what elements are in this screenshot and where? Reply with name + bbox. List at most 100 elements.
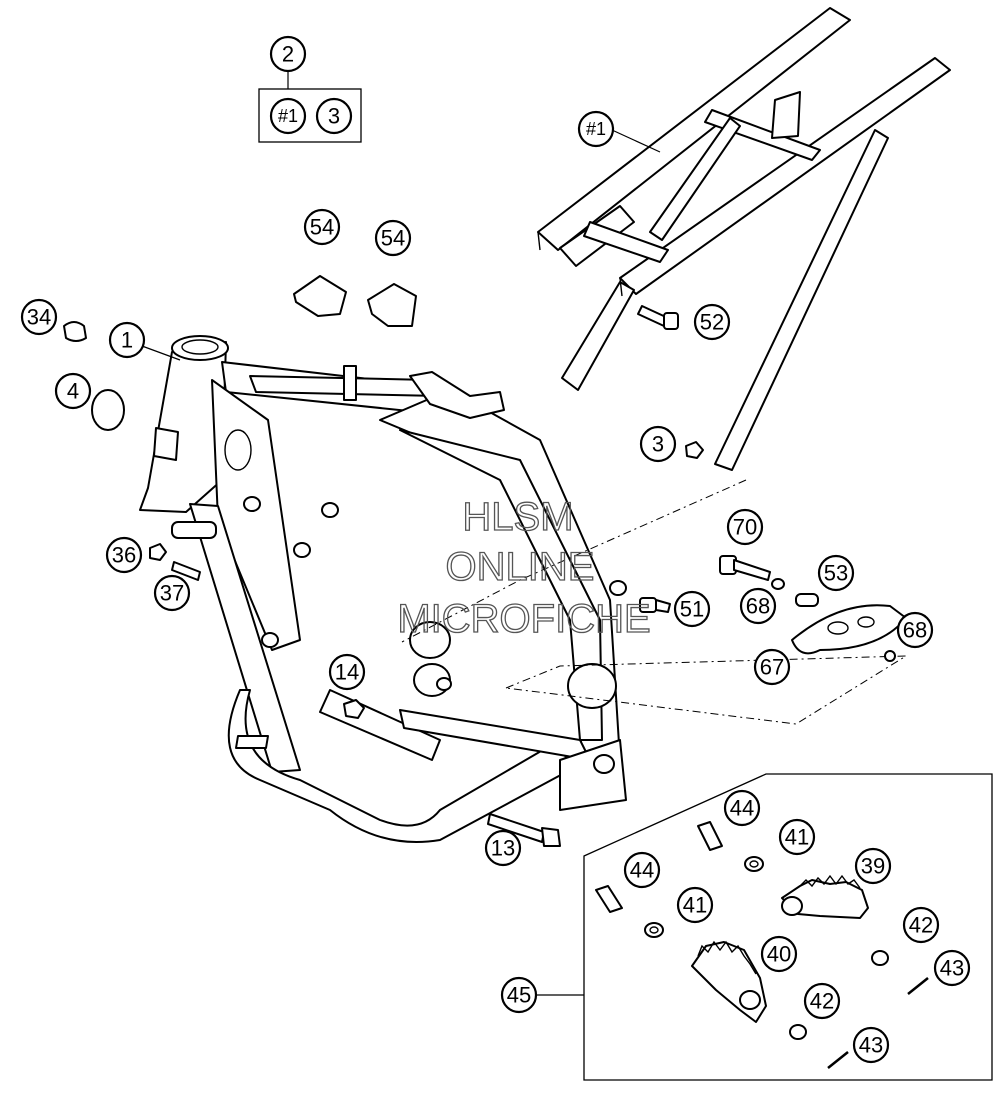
callout-68-b[interactable]: 68	[896, 611, 934, 649]
callout-67[interactable]: 67	[753, 648, 791, 686]
svg-text:3: 3	[652, 432, 664, 457]
svg-text:34: 34	[27, 305, 51, 330]
spring-41-a	[744, 856, 764, 872]
callout-52[interactable]: 52	[693, 303, 731, 341]
svg-text:43: 43	[859, 1033, 883, 1058]
cotter-pin-43-a	[907, 977, 929, 995]
svg-text:37: 37	[160, 581, 184, 606]
svg-text:HLSM: HLSM	[462, 495, 573, 539]
assembly-group-box: 2 #1 3	[258, 35, 362, 143]
callout-45[interactable]: 45	[500, 976, 538, 1014]
washer-42-b	[789, 1024, 807, 1040]
sticker-54-a	[293, 275, 347, 317]
callout-34[interactable]: 34	[20, 298, 58, 336]
svg-text:3: 3	[328, 104, 340, 129]
plug-4	[91, 389, 125, 431]
svg-text:68: 68	[746, 594, 770, 619]
footpeg-40	[691, 940, 767, 1023]
callout-group-3[interactable]: 3	[315, 97, 353, 135]
cotter-pin-43-b	[827, 1051, 849, 1069]
svg-text:39: 39	[861, 854, 885, 879]
bolt-70	[719, 555, 771, 581]
washer-42-a	[871, 950, 889, 966]
callout-43-b[interactable]: 43	[852, 1026, 890, 1064]
svg-text:43: 43	[940, 956, 964, 981]
svg-text:14: 14	[335, 660, 359, 685]
callout-37[interactable]: 37	[153, 574, 191, 612]
callout-42-a[interactable]: 42	[902, 906, 940, 944]
callout-44-a[interactable]: 44	[723, 789, 761, 827]
pin-44-b	[595, 885, 623, 913]
callout-4[interactable]: 4	[54, 372, 92, 410]
svg-text:#1: #1	[278, 106, 298, 126]
svg-text:ONLINE: ONLINE	[446, 545, 595, 589]
stud-37	[171, 561, 201, 581]
screw-52	[637, 305, 679, 330]
callout-54-a[interactable]: 54	[303, 208, 341, 246]
callout-43-a[interactable]: 43	[933, 949, 971, 987]
svg-text:54: 54	[381, 226, 405, 251]
svg-text:70: 70	[733, 515, 757, 540]
washer-68-a	[771, 578, 785, 590]
callout-41-a[interactable]: 41	[778, 818, 816, 856]
callout-51[interactable]: 51	[673, 590, 711, 628]
svg-text:42: 42	[810, 989, 834, 1014]
svg-text:45: 45	[507, 983, 531, 1008]
callout-44-b[interactable]: 44	[623, 851, 661, 889]
svg-text:67: 67	[760, 655, 784, 680]
svg-text:41: 41	[683, 893, 707, 918]
pin-44-a	[697, 821, 723, 851]
callout-54-b[interactable]: 54	[374, 219, 412, 257]
nut-3	[685, 441, 704, 459]
svg-text:51: 51	[680, 597, 704, 622]
callout-39[interactable]: 39	[854, 847, 892, 885]
callout-14[interactable]: 14	[328, 653, 366, 691]
callout-40[interactable]: 40	[760, 935, 798, 973]
svg-text:41: 41	[785, 825, 809, 850]
cap-34	[63, 321, 87, 342]
svg-text:44: 44	[730, 796, 754, 821]
watermark: HLSM ONLINE MICROFICHE	[397, 494, 652, 641]
screw-51	[639, 597, 671, 613]
rear-subframe	[537, 7, 951, 471]
callout-subframe[interactable]: #1	[577, 110, 615, 148]
svg-text:54: 54	[310, 215, 334, 240]
sticker-54-b	[367, 283, 417, 327]
svg-text:MICROFICHE: MICROFICHE	[397, 597, 650, 641]
washer-68-b	[884, 650, 896, 662]
callout-2[interactable]: 2	[269, 35, 307, 73]
svg-text:52: 52	[700, 310, 724, 335]
callout-70[interactable]: 70	[726, 508, 764, 546]
callout-1[interactable]: 1	[108, 321, 146, 359]
callout-42-b[interactable]: 42	[803, 982, 841, 1020]
callout-41-b[interactable]: 41	[676, 886, 714, 924]
spacer-53	[795, 593, 819, 607]
main-frame	[139, 335, 627, 843]
callout-13[interactable]: 13	[484, 829, 522, 867]
callout-68-a[interactable]: 68	[739, 587, 777, 625]
spring-41-b	[644, 922, 664, 938]
callout-53[interactable]: 53	[817, 554, 855, 592]
guard-67	[791, 604, 907, 655]
assembly-line-b	[505, 655, 908, 725]
svg-text:#1: #1	[586, 119, 606, 139]
nut-14	[343, 699, 365, 719]
assembly-line-a	[401, 479, 747, 643]
svg-text:4: 4	[67, 379, 79, 404]
bolt-13	[487, 813, 561, 847]
svg-text:53: 53	[824, 561, 848, 586]
svg-text:40: 40	[767, 942, 791, 967]
svg-text:44: 44	[630, 858, 654, 883]
footpeg-39	[781, 874, 869, 919]
footpeg-group-box	[583, 773, 993, 1081]
callout-36[interactable]: 36	[105, 536, 143, 574]
svg-text:1: 1	[121, 328, 133, 353]
svg-text:13: 13	[491, 836, 515, 861]
svg-text:68: 68	[903, 618, 927, 643]
svg-text:42: 42	[909, 913, 933, 938]
callout-group-frame[interactable]: #1	[269, 97, 307, 135]
svg-text:36: 36	[112, 543, 136, 568]
callout-3[interactable]: 3	[639, 425, 677, 463]
svg-text:2: 2	[282, 42, 294, 67]
